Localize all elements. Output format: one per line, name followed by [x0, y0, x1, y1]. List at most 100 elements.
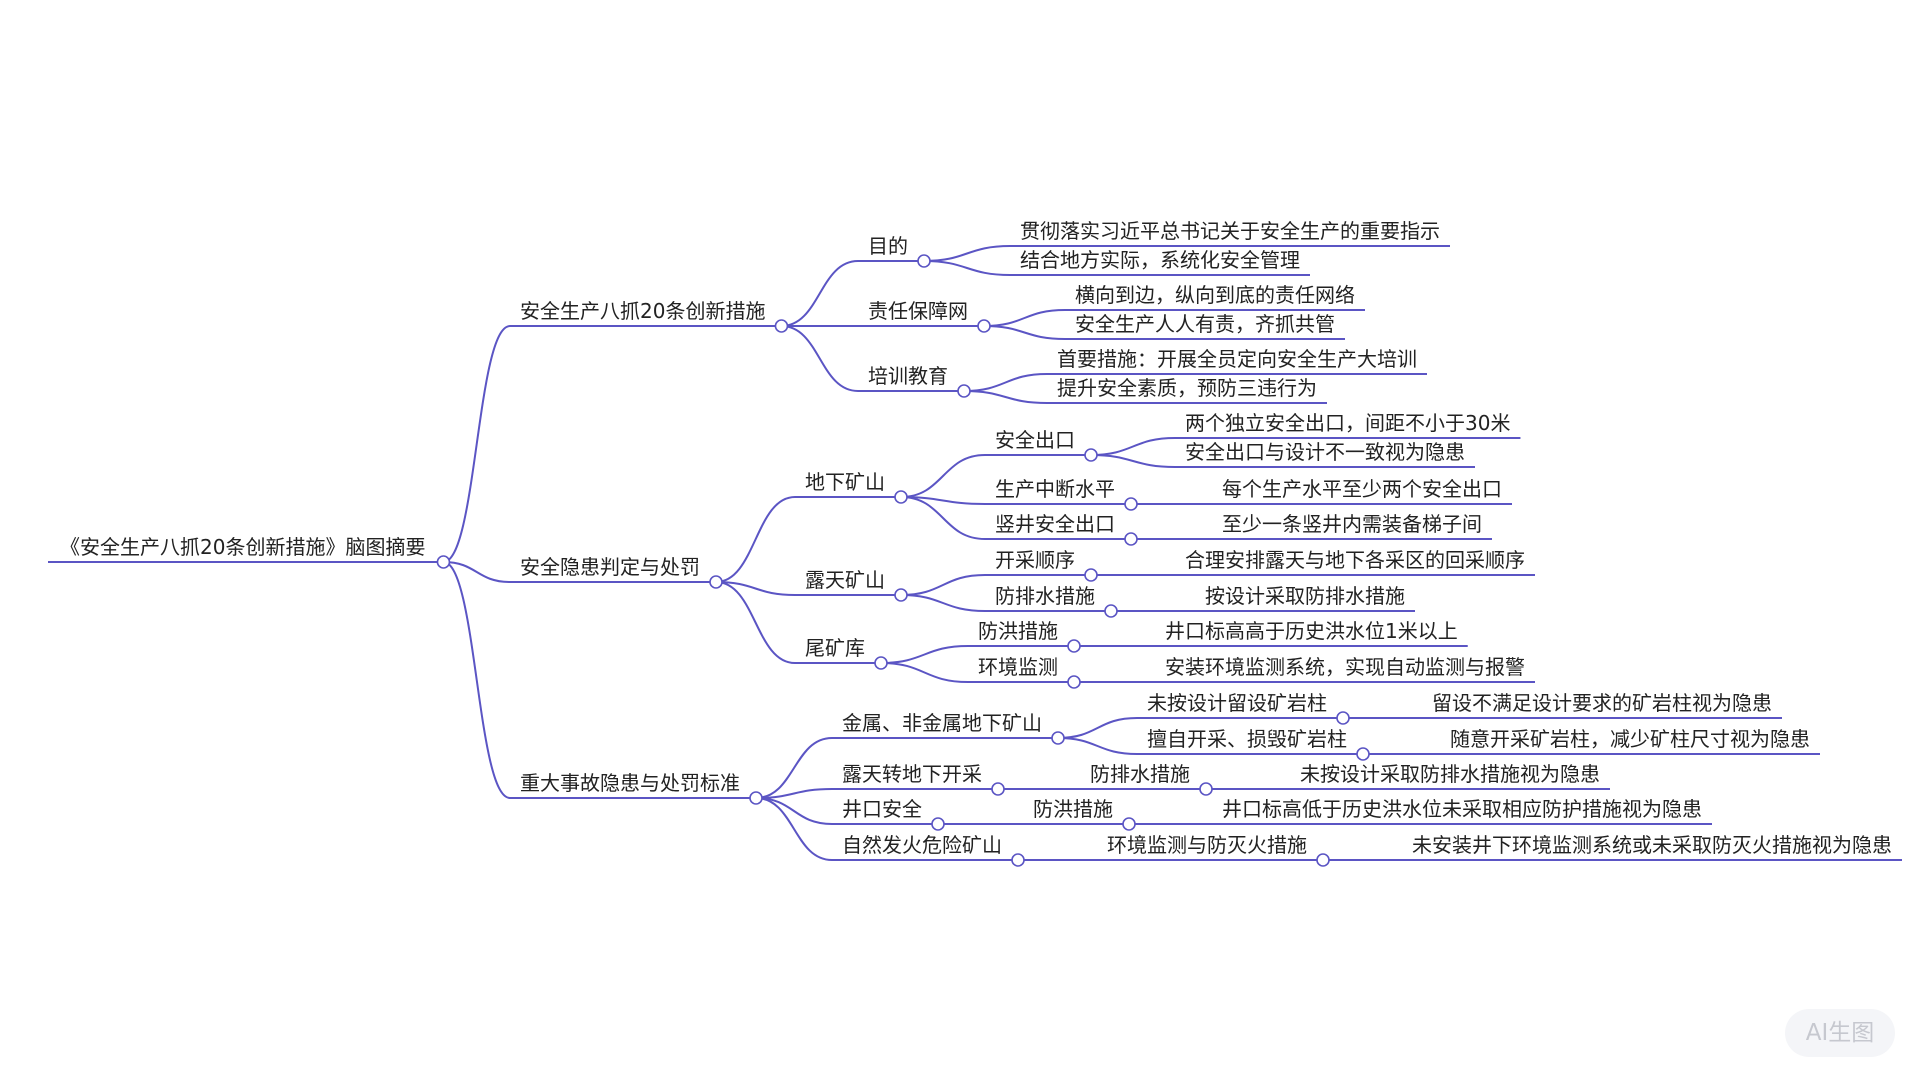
- collapse-toggle-icon[interactable]: [1084, 568, 1098, 582]
- collapse-toggle-icon[interactable]: [917, 254, 931, 268]
- node-label: 防洪措施: [978, 619, 1058, 643]
- mindmap-node-2-0-0[interactable]: 未按设计留设矿岩柱: [1137, 691, 1350, 725]
- connector-2-2: [755, 797, 833, 825]
- connector-2-0-0: [1057, 717, 1138, 739]
- mindmap-root-node[interactable]: 《安全生产八抓20条创新措施》脑图摘要: [48, 535, 451, 569]
- mindmap-node-2-0-1[interactable]: 擅自开采、损毁矿岩柱: [1137, 727, 1370, 761]
- mindmap-node-0-1-1[interactable]: 安全生产人人有责，齐抓共管: [1065, 312, 1345, 340]
- collapse-toggle-icon[interactable]: [1124, 532, 1138, 546]
- collapse-toggle-icon[interactable]: [1199, 782, 1213, 796]
- mindmap-node-2-2[interactable]: 井口安全: [832, 797, 945, 831]
- mindmap-node-1-1-0[interactable]: 开采顺序: [985, 548, 1098, 582]
- collapse-toggle-icon[interactable]: [1067, 675, 1081, 689]
- mindmap-node-2-1-0-0[interactable]: 未按设计采取防排水措施视为隐患: [1290, 762, 1610, 790]
- mindmap-node-1-0-0[interactable]: 安全出口: [985, 428, 1098, 462]
- mindmap-node-1-2-1-0[interactable]: 安装环境监测系统，实现自动监测与报警: [1155, 655, 1535, 683]
- mindmap-node-1-0-0-1[interactable]: 安全出口与设计不一致视为隐患: [1175, 440, 1475, 468]
- collapse-toggle-icon[interactable]: [957, 384, 971, 398]
- mindmap-node-0-0-0[interactable]: 贯彻落实习近平总书记关于安全生产的重要指示: [1010, 219, 1450, 247]
- mindmap-node-0-1[interactable]: 责任保障网: [858, 299, 991, 333]
- connector-2-0-1: [1057, 737, 1138, 755]
- mindmap-node-0-1-0[interactable]: 横向到边，纵向到底的责任网络: [1065, 283, 1365, 311]
- connector-1-0-2: [900, 496, 986, 540]
- node-label: 未按设计留设矿岩柱: [1147, 691, 1327, 715]
- collapse-toggle-icon[interactable]: [1124, 497, 1138, 511]
- node-label: 两个独立安全出口，间距不小于30米: [1185, 411, 1510, 435]
- collapse-toggle-icon[interactable]: [1316, 853, 1330, 867]
- node-label: 结合地方实际，系统化安全管理: [1020, 248, 1300, 272]
- collapse-toggle-icon[interactable]: [874, 656, 888, 670]
- collapse-toggle-icon[interactable]: [1356, 747, 1370, 761]
- collapse-toggle-icon[interactable]: [1011, 853, 1025, 867]
- connector-0-2-1: [963, 390, 1048, 404]
- node-label: 井口安全: [842, 797, 922, 821]
- mindmap-node-2-3-0[interactable]: 环境监测与防灭火措施: [1097, 833, 1330, 867]
- node-label: 竖井安全出口: [995, 512, 1115, 536]
- mindmap-node-1-0-0-0[interactable]: 两个独立安全出口，间距不小于30米: [1175, 411, 1521, 439]
- mindmap-node-2-3[interactable]: 自然发火危险矿山: [832, 833, 1025, 867]
- mindmap-node-1-1-1-0[interactable]: 按设计采取防排水措施: [1195, 584, 1415, 612]
- collapse-toggle-icon[interactable]: [1084, 448, 1098, 462]
- collapse-toggle-icon[interactable]: [1336, 711, 1350, 725]
- collapse-toggle-icon[interactable]: [894, 490, 908, 504]
- mindmap-node-1-1[interactable]: 露天矿山: [795, 568, 908, 602]
- connector-1-1: [715, 581, 796, 596]
- mindmap-node-1-0[interactable]: 地下矿山: [795, 470, 908, 504]
- mindmap-node-2[interactable]: 重大事故隐患与处罚标准: [510, 771, 763, 805]
- mindmap-node-1-1-0-0[interactable]: 合理安排露天与地下各采区的回采顺序: [1175, 548, 1535, 576]
- mindmap-node-0[interactable]: 安全生产八抓20条创新措施: [510, 299, 789, 333]
- node-label: 环境监测: [978, 655, 1058, 679]
- mindmap-node-2-3-0-0[interactable]: 未安装井下环境监测系统或未采取防灭火措施视为隐患: [1402, 833, 1902, 861]
- collapse-toggle-icon[interactable]: [749, 791, 763, 805]
- mindmap-node-1-0-2[interactable]: 竖井安全出口: [985, 512, 1138, 546]
- collapse-toggle-icon[interactable]: [1051, 731, 1065, 745]
- connector-0-0-0: [923, 245, 1011, 262]
- node-label: 尾矿库: [805, 636, 865, 660]
- connector-1-2-1: [880, 662, 969, 683]
- node-label: 生产中断水平: [995, 477, 1115, 501]
- node-label: 首要措施：开展全员定向安全生产大培训: [1057, 347, 1417, 371]
- mindmap-node-1-1-1[interactable]: 防排水措施: [985, 584, 1118, 618]
- collapse-toggle-icon[interactable]: [931, 817, 945, 831]
- connector-0-2-0: [963, 373, 1048, 392]
- mindmap-node-0-2-1[interactable]: 提升安全素质，预防三违行为: [1047, 376, 1327, 404]
- mindmap-node-2-2-0-0[interactable]: 井口标高低于历史洪水位未采取相应防护措施视为隐患: [1212, 797, 1712, 825]
- mindmap-node-1-0-1[interactable]: 生产中断水平: [985, 477, 1138, 511]
- collapse-toggle-icon[interactable]: [709, 575, 723, 589]
- mindmap-node-1-2[interactable]: 尾矿库: [795, 636, 888, 670]
- connector-1: [443, 561, 511, 583]
- mindmap-node-1-0-1-0[interactable]: 每个生产水平至少两个安全出口: [1212, 477, 1512, 505]
- connector-1-0-0-0: [1090, 437, 1176, 456]
- mindmap-node-0-0[interactable]: 目的: [858, 234, 931, 268]
- collapse-toggle-icon[interactable]: [1104, 604, 1118, 618]
- connector-0-0-1: [923, 260, 1011, 276]
- mindmap-node-1[interactable]: 安全隐患判定与处罚: [510, 555, 723, 589]
- mindmap-node-0-0-1[interactable]: 结合地方实际，系统化安全管理: [1010, 248, 1310, 276]
- collapse-toggle-icon[interactable]: [1122, 817, 1136, 831]
- mindmap-node-2-2-0[interactable]: 防洪措施: [1023, 797, 1136, 831]
- mindmap-node-0-2-0[interactable]: 首要措施：开展全员定向安全生产大培训: [1047, 347, 1427, 375]
- mindmap-node-2-1[interactable]: 露天转地下开采: [832, 762, 1005, 796]
- mindmap-node-0-2[interactable]: 培训教育: [858, 364, 971, 398]
- node-label: 金属、非金属地下矿山: [842, 711, 1042, 735]
- mindmap-node-1-0-2-0[interactable]: 至少一条竖井内需装备梯子间: [1212, 512, 1492, 540]
- node-label: 井口标高高于历史洪水位1米以上: [1165, 619, 1458, 643]
- mindmap-node-1-2-0[interactable]: 防洪措施: [968, 619, 1081, 653]
- collapse-toggle-icon[interactable]: [894, 588, 908, 602]
- mindmap-node-1-2-1[interactable]: 环境监测: [968, 655, 1081, 689]
- collapse-toggle-icon[interactable]: [774, 319, 789, 333]
- node-label: 擅自开采、损毁矿岩柱: [1147, 727, 1347, 751]
- collapse-toggle-icon[interactable]: [977, 319, 991, 333]
- node-label: 安全生产人人有责，齐抓共管: [1075, 312, 1335, 336]
- mindmap-node-2-1-0[interactable]: 防排水措施: [1080, 762, 1213, 796]
- connector-2-0: [755, 737, 833, 799]
- node-label: 合理安排露天与地下各采区的回采顺序: [1185, 548, 1525, 572]
- connector-1-2-0: [880, 645, 969, 664]
- mindmap-node-2-0[interactable]: 金属、非金属地下矿山: [832, 711, 1065, 745]
- collapse-toggle-icon[interactable]: [1067, 639, 1081, 653]
- mindmap-node-2-0-1-0[interactable]: 随意开采矿岩柱，减少矿柱尺寸视为隐患: [1440, 727, 1820, 755]
- collapse-toggle-icon[interactable]: [436, 555, 451, 569]
- mindmap-node-1-2-0-0[interactable]: 井口标高高于历史洪水位1米以上: [1155, 619, 1468, 647]
- collapse-toggle-icon[interactable]: [991, 782, 1005, 796]
- mindmap-node-2-0-0-0[interactable]: 留设不满足设计要求的矿岩柱视为隐患: [1422, 691, 1782, 719]
